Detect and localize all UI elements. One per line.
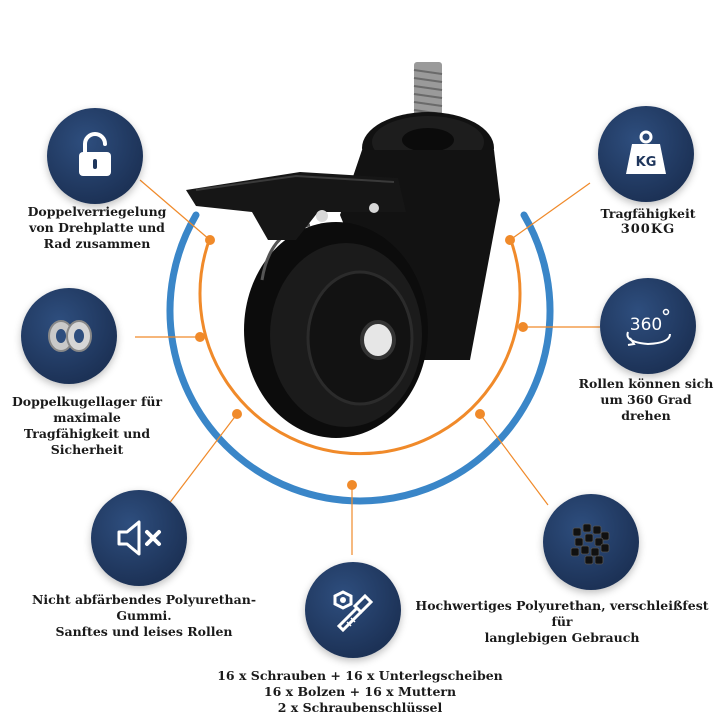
blue-arc <box>166 211 554 505</box>
material-feature-caption: Hochwertiges Polyurethan, verschleißfest… <box>412 598 712 646</box>
caption-line: 2 x Schraubenschlüssel <box>277 700 443 715</box>
caption-line-capacity: 300KG <box>620 222 676 237</box>
caption-line: Doppelkugellager für <box>11 394 163 409</box>
caption-line: Doppelverriegelung <box>27 204 167 219</box>
ball-bearing-icon <box>48 320 92 352</box>
lock-feature-badge <box>47 108 143 204</box>
silent-feature-badge <box>91 490 187 586</box>
hardware-feature-caption: 16 x Schrauben + 16 x Unterlegscheiben 1… <box>210 668 510 716</box>
rotation-feature-caption: Rollen können sich um 360 Grad drehen <box>576 376 716 424</box>
connector-lines <box>135 179 600 555</box>
caption-line: um 360 Grad drehen <box>600 392 692 423</box>
caption-line: maximale <box>53 410 121 425</box>
caption-line: Sanftes und leises Rollen <box>55 624 233 639</box>
caption-line: 16 x Schrauben + 16 x Unterlegscheiben <box>217 668 503 683</box>
caption-line: Tragfähigkeit <box>600 206 696 221</box>
bolt-nut-icon <box>333 590 374 633</box>
caption-line: Sicherheit <box>50 442 124 457</box>
caption-line: Rad zusammen <box>43 236 151 251</box>
material-feature-badge <box>543 494 639 590</box>
rotation-feature-badge: 360 <box>600 278 696 374</box>
bearing-feature-badge <box>21 288 117 384</box>
caption-line: Rollen können sich <box>578 376 714 391</box>
caption-line: 16 x Bolzen + 16 x Muttern <box>263 684 457 699</box>
360-label: 360 <box>630 315 662 335</box>
caption-line: von Drehplatte und <box>29 220 165 235</box>
load-feature-caption: Tragfähigkeit 300KG <box>588 206 708 238</box>
load-feature-badge: KG <box>598 106 694 202</box>
hardware-feature-badge <box>305 562 401 658</box>
caption-line: Hochwertiges Polyurethan, verschleißfest… <box>415 598 709 629</box>
caption-line: Tragfähigkeit und <box>23 426 151 441</box>
silent-feature-caption: Nicht abfärbendes Polyurethan-Gummi. San… <box>6 592 282 640</box>
360-rotation-icon: 360 <box>626 308 671 346</box>
polyurethane-granules-icon <box>570 523 610 565</box>
kg-weight-icon: KG <box>626 130 666 174</box>
lock-feature-caption: Doppelverriegelung von Drehplatte und Ra… <box>14 204 180 252</box>
caption-line: Nicht abfärbendes Polyurethan-Gummi. <box>31 592 257 623</box>
caption-line: langlebigen Gebrauch <box>484 630 640 645</box>
bearing-feature-caption: Doppelkugellager für maximale Tragfähigk… <box>4 394 170 458</box>
unlocked-padlock-icon <box>79 132 111 176</box>
caster-wheel <box>244 222 428 438</box>
speaker-mute-icon <box>117 520 161 556</box>
kg-label: KG <box>636 155 657 170</box>
connector-dots <box>195 235 528 490</box>
orange-arc <box>198 237 522 456</box>
